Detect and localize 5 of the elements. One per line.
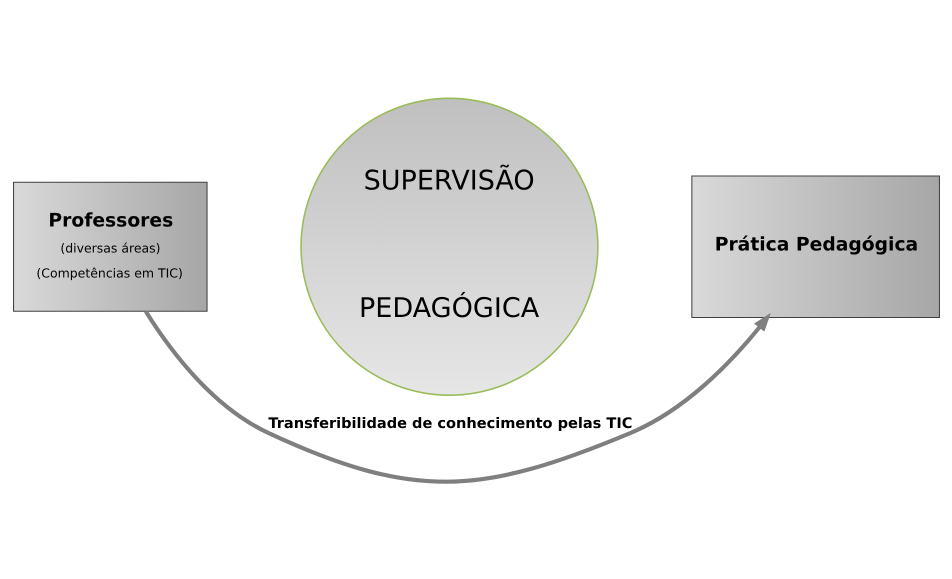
arrow (144, 310, 770, 484)
node-box: Prática Pedagógica (690, 175, 940, 318)
node-box: Professores (diversas áreas) (Competências em TIC) (12, 181, 208, 312)
edge-label: Transferibilidade de conhecimento pelas TIC (268, 414, 632, 432)
node-circle: SUPERVISÃO PEDAGÓGICA (300, 97, 598, 396)
